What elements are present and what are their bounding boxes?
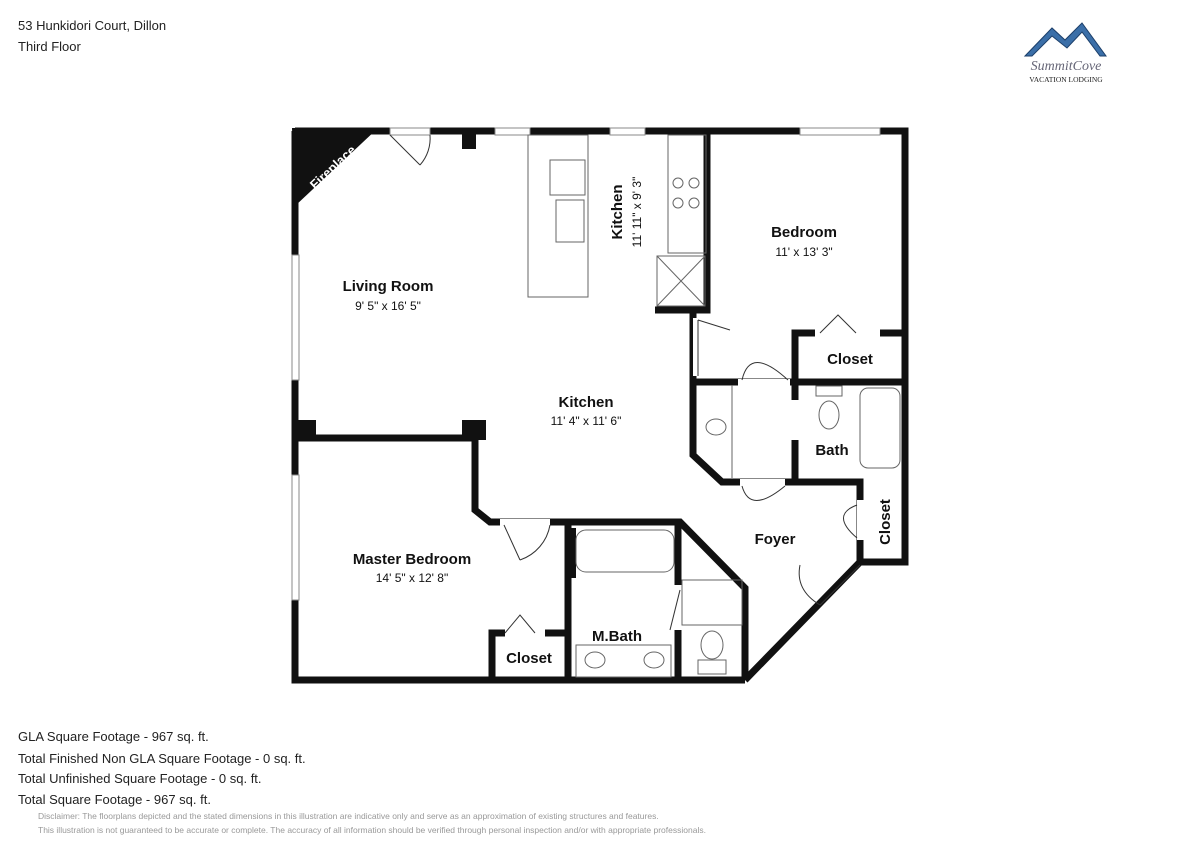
rooms-mbath-label: M.Bath xyxy=(592,628,642,645)
rooms-kitchen-dims-label: 11' 4" x 11' 6" xyxy=(551,414,622,428)
rooms-bedroom-dims-label: 11' x 13' 3" xyxy=(775,245,832,259)
rooms-foyer-label: Foyer xyxy=(755,531,796,548)
mbath-wall xyxy=(564,522,682,680)
unfinished-footage: Total Unfinished Square Footage - 0 sq. … xyxy=(18,771,262,786)
gla-footage: GLA Square Footage - 967 sq. ft. xyxy=(18,729,209,744)
rooms-closet-bed-label: Closet xyxy=(827,351,873,368)
rooms-kitchen-upper-name-label: Kitchen xyxy=(609,184,626,239)
disclaimer-line-2: This illustration is not guaranteed to b… xyxy=(38,825,706,835)
rooms-living-dims-label: 9' 5" x 16' 5" xyxy=(355,299,421,313)
closet-master-wall xyxy=(488,629,568,680)
rooms-master-name-label: Master Bedroom xyxy=(353,551,471,568)
total-footage: Total Square Footage - 967 sq. ft. xyxy=(18,792,211,807)
rooms-bath-label: Bath xyxy=(815,442,848,459)
rooms-kitchen-name-label: Kitchen xyxy=(558,394,613,411)
entry-wall xyxy=(742,482,909,683)
rooms-closet-foyer-label: Closet xyxy=(877,499,894,545)
rooms-bedroom-name-label: Bedroom xyxy=(771,224,837,241)
closet-bed-wall xyxy=(791,329,905,382)
logo: SummitCove VACATION LODGING xyxy=(1023,22,1107,84)
disclaimer-line-1: Disclaimer: The floorplans depicted and … xyxy=(38,811,659,821)
windows xyxy=(291,127,881,601)
address: 53 Hunkidori Court, Dillon xyxy=(18,18,167,33)
rooms-kitchen-upper-dims-label: 11' 11" x 9' 3" xyxy=(630,177,644,248)
floor-name: Third Floor xyxy=(18,39,81,54)
svg-text:VACATION LODGING: VACATION LODGING xyxy=(1029,75,1103,84)
rooms-master-dims-label: 14' 5" x 12' 8" xyxy=(376,571,448,585)
non-gla-footage: Total Finished Non GLA Square Footage - … xyxy=(18,751,306,766)
kitchen-island xyxy=(527,134,589,298)
fireplace xyxy=(292,128,378,206)
rooms-living-name-label: Living Room xyxy=(343,278,434,295)
svg-text:SummitCove: SummitCove xyxy=(1031,59,1102,74)
rooms-closet-master-label: Closet xyxy=(506,650,552,667)
bath-wall xyxy=(689,310,864,562)
bedroom-left-wall xyxy=(655,131,711,314)
